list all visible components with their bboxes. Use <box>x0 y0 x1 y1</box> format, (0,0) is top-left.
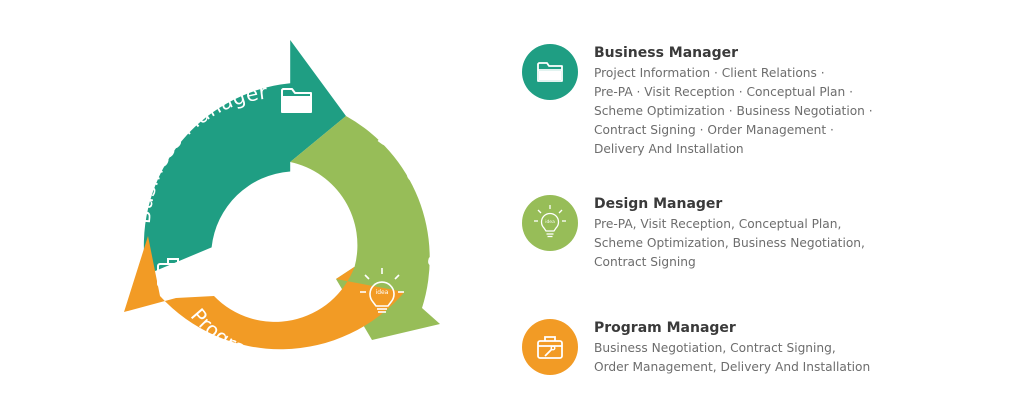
description-line: Project Information · Client Relations · <box>594 66 825 80</box>
description-line: Contract Signing <box>594 255 696 269</box>
cycle-diagram: Business Manager Design Manager Program … <box>124 40 440 350</box>
role-item-program-manager: Program Manager Business Negotiation, Co… <box>522 319 894 377</box>
role-item-design-manager: idea Design Manager Pre-PA, Visit Recept… <box>522 195 894 272</box>
description-line: Pre-PA, Visit Reception, Conceptual Plan… <box>594 217 842 231</box>
toolbox-icon <box>157 258 189 287</box>
description-line: Delivery And Installation <box>594 142 744 156</box>
lightbulb-icon: idea <box>534 205 566 238</box>
lightbulb-icon: idea <box>360 268 404 313</box>
description-line: Scheme Optimization · Business Negotiati… <box>594 104 873 118</box>
role-title: Program Manager <box>594 320 736 336</box>
description-line: Pre-PA · Visit Reception · Conceptual Pl… <box>594 85 854 99</box>
role-title: Design Manager <box>594 196 723 212</box>
svg-text:idea: idea <box>545 219 555 225</box>
toolbox-icon <box>537 336 563 359</box>
folder-icon <box>537 62 563 82</box>
role-description: Project Information · Client Relations ·… <box>594 64 894 159</box>
role-item-business-manager: Business Manager Project Information · C… <box>522 44 894 159</box>
design-manager-arrow <box>290 116 440 340</box>
role-badge-design: idea <box>522 195 578 251</box>
description-line: Order Management, Delivery And Installat… <box>594 360 871 374</box>
description-line: Business Negotiation, Contract Signing, <box>594 341 836 355</box>
svg-text:idea: idea <box>376 289 389 296</box>
program-manager-arrow <box>124 236 405 350</box>
description-line: Scheme Optimization, Business Negotiatio… <box>594 236 865 250</box>
role-description: Pre-PA, Visit Reception, Conceptual Plan… <box>594 215 894 272</box>
role-title: Business Manager <box>594 45 738 61</box>
role-badge-program <box>522 319 578 375</box>
folder-icon <box>281 88 312 113</box>
role-badge-business <box>522 44 578 100</box>
description-line: Contract Signing · Order Management · <box>594 123 834 137</box>
role-description: Business Negotiation, Contract Signing, … <box>594 339 894 377</box>
